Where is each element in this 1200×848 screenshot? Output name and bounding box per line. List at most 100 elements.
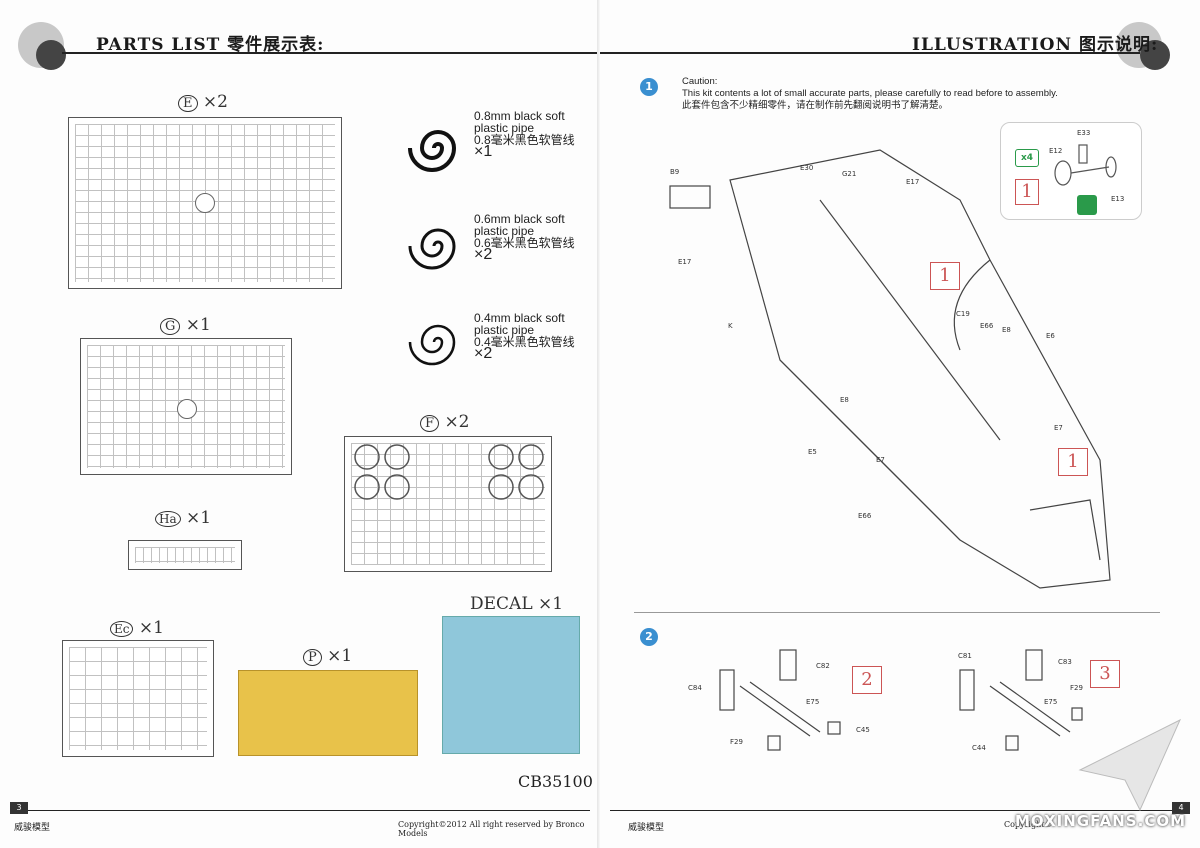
footer-brand: 威骏模型 xyxy=(628,823,665,833)
left-footer: 3 威骏模型 Copyright©2012 All right reserved… xyxy=(0,802,600,848)
pipe-item-3: 0.4mm black soft plastic pipe 0.4毫米黑色软管线… xyxy=(474,311,594,362)
quantity-badge: x4 xyxy=(1015,149,1039,167)
pipe-qty: ×1 xyxy=(474,143,493,160)
pipe-name-en: 0.4mm black soft plastic pipe xyxy=(474,311,565,337)
pipe-coil-icon xyxy=(408,130,457,172)
sprue-e-image xyxy=(68,117,342,289)
wheel-parts-graphic xyxy=(354,444,544,500)
part-assembly-sketch xyxy=(1054,144,1117,186)
header-rule xyxy=(62,52,600,54)
part-label: E17 xyxy=(678,258,692,266)
sprue-label-f: F ×2 xyxy=(420,412,470,432)
pipe-item-2: 0.6mm black soft plastic pipe 0.6毫米黑色软管线… xyxy=(474,212,594,263)
sub-assembly-inset: x4 1 E33 E12 E13 xyxy=(1000,122,1142,220)
decal-label: DECAL ×1 xyxy=(470,594,563,614)
sprue-ec-image xyxy=(62,640,214,757)
sprue-qty: ×1 xyxy=(327,646,353,666)
sprue-id: P xyxy=(303,649,322,666)
sub-assembly-drawing-b xyxy=(959,649,1083,751)
header-rule xyxy=(600,52,1140,54)
part-label: C81 xyxy=(958,652,972,660)
sprue-id: G xyxy=(160,318,181,335)
part-label: E30 xyxy=(800,164,814,172)
pipe-item-1: 0.8mm black soft plastic pipe 0.8毫米黑色软管线… xyxy=(474,109,594,160)
part-label: B9 xyxy=(670,168,680,176)
pipe-name-cn: 0.8毫米黑色软管线 xyxy=(474,133,575,147)
sprue-id: F xyxy=(420,415,440,432)
pipe-name-en: 0.8mm black soft plastic pipe xyxy=(474,109,565,135)
header-decor-dot xyxy=(36,40,66,70)
sprue-id: E xyxy=(178,95,198,112)
part-label: E5 xyxy=(808,448,817,456)
kit-code: CB35100 xyxy=(518,772,593,791)
caution-text-en: This kit contents a lot of small accurat… xyxy=(682,88,1058,99)
part-label: E75 xyxy=(1044,698,1058,706)
pipe-name-cn: 0.6毫米黑色软管线 xyxy=(474,236,575,250)
pipe-coil-icon xyxy=(408,228,456,270)
footer-copyright: Copyright© xyxy=(1004,820,1053,829)
callout-box: 3 xyxy=(1090,660,1120,688)
caution-note: Caution: This kit contents a lot of smal… xyxy=(682,76,1058,112)
part-label: C82 xyxy=(816,662,830,670)
sprue-g-image xyxy=(80,338,292,475)
footer-brand: 威骏模型 xyxy=(14,823,51,833)
decal-label-text: DECAL xyxy=(470,594,533,614)
part-label: E7 xyxy=(876,456,885,464)
part-label: C84 xyxy=(688,684,702,692)
part-label: C83 xyxy=(1058,658,1072,666)
pipe-name-en: 0.6mm black soft plastic pipe xyxy=(474,212,565,238)
step-number-badge: 1 xyxy=(640,78,658,96)
sprue-qty: ×1 xyxy=(138,618,164,638)
part-label: F29 xyxy=(730,738,743,746)
sprue-qty: ×2 xyxy=(202,92,228,112)
part-label: E13 xyxy=(1111,195,1125,203)
sub-assembly-drawing-a xyxy=(719,649,841,751)
sprue-qty: ×1 xyxy=(186,508,212,528)
paper-plane-logo-icon xyxy=(1078,718,1182,812)
site-watermark: MOXINGFANS.COM xyxy=(1014,812,1186,830)
pipe-coil-icon xyxy=(408,324,456,366)
part-label: E12 xyxy=(1049,147,1063,155)
sprue-label-g: G ×1 xyxy=(160,315,211,335)
sprue-ha-image xyxy=(128,540,242,570)
sprue-id: Ec xyxy=(110,621,134,637)
callout-box: 1 xyxy=(1015,179,1039,205)
part-label: E66 xyxy=(858,512,872,520)
pipe-qty: ×2 xyxy=(474,246,493,263)
part-label: E33 xyxy=(1077,129,1091,137)
page-title: ILLUSTRATION 图示说明: xyxy=(912,35,1159,55)
part-label: E66 xyxy=(980,322,994,330)
part-label: C19 xyxy=(956,310,970,318)
glue-icon xyxy=(1077,195,1097,215)
part-label: E7 xyxy=(1054,424,1063,432)
caution-text-cn: 此套件包含不少精细零件，请在制作前先翻阅说明书了解清楚。 xyxy=(682,100,949,111)
sprue-label-e: E ×2 xyxy=(178,92,228,112)
footer-copyright: Copyright©2012 All right reserved by Bro… xyxy=(398,820,585,838)
pipe-name-cn: 0.4毫米黑色软管线 xyxy=(474,335,575,349)
part-label: E17 xyxy=(906,178,920,186)
photo-etch-fret-image xyxy=(238,670,418,756)
pipe-qty: ×2 xyxy=(474,345,493,362)
page-number: 3 xyxy=(10,802,28,814)
part-label: C44 xyxy=(972,744,986,752)
part-label: E8 xyxy=(840,396,849,404)
hull-assembly-drawing xyxy=(669,149,1111,589)
sprue-id: Ha xyxy=(155,511,181,527)
part-label: E6 xyxy=(1046,332,1055,340)
part-label: E75 xyxy=(806,698,820,706)
part-label: E8 xyxy=(1002,326,1011,334)
step-number-badge: 2 xyxy=(640,628,658,646)
sprue-label-p: P ×1 xyxy=(303,646,352,666)
step-divider xyxy=(634,612,1160,613)
decal-qty: ×1 xyxy=(538,594,564,614)
page-title: PARTS LIST 零件展示表: xyxy=(96,35,325,55)
callout-box: 1 xyxy=(930,262,960,290)
right-footer: 4 威骏模型 Copyright© xyxy=(600,802,1200,848)
right-page: ILLUSTRATION 图示说明: 1 Caution: This kit c… xyxy=(600,0,1200,848)
sprue-f-image xyxy=(344,436,552,572)
sprue-qty: ×1 xyxy=(185,315,211,335)
callout-box: 2 xyxy=(852,666,882,694)
left-page: PARTS LIST 零件展示表: E ×2 G ×1 Ha ×1 Ec ×1 … xyxy=(0,22,600,848)
part-label: C45 xyxy=(856,726,870,734)
decal-sheet-image xyxy=(442,616,580,754)
